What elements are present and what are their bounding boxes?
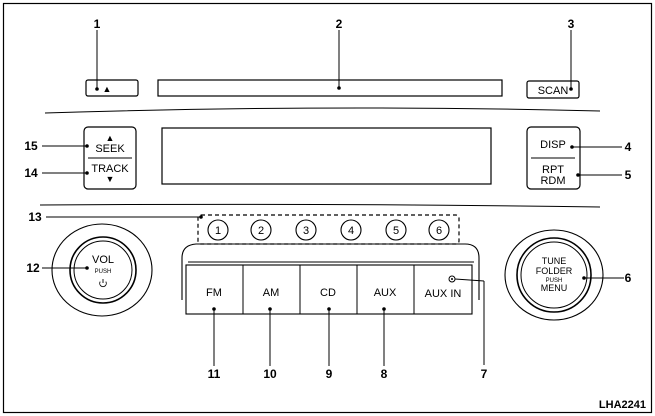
preset-button-4[interactable]: 4 — [340, 219, 362, 241]
preset-label: 1 — [215, 225, 221, 237]
aux-label: AUX — [374, 287, 397, 299]
down-arrow-icon: ▼ — [106, 174, 115, 184]
fm-label: FM — [206, 287, 222, 299]
preset-button-circle — [295, 219, 317, 241]
leader-dots — [85, 86, 586, 311]
preset-button-circle — [207, 219, 229, 241]
tune-push-label: PUSH — [546, 278, 563, 284]
am-button[interactable]: AM — [243, 265, 300, 314]
panel-top-edge — [44, 107, 601, 114]
menu-label: MENU — [541, 283, 568, 293]
callout-1: 1 — [94, 17, 101, 31]
callout-9: 9 — [326, 367, 333, 381]
cd-label: CD — [320, 287, 336, 299]
preset-button-circle — [385, 219, 407, 241]
callout-10: 10 — [263, 367, 277, 381]
callout-13: 13 — [28, 210, 42, 224]
eject-button[interactable]: ▲ — [85, 79, 139, 97]
figure-id: LHA2241 — [599, 399, 646, 411]
preset-group-outline — [197, 214, 460, 245]
up-arrow-icon: ▲ — [106, 133, 115, 143]
disp-label: DISP — [540, 139, 566, 151]
disp-rpt-panel[interactable]: DISP RPT RDM — [526, 126, 581, 190]
callout-15: 15 — [24, 139, 38, 153]
cd-slot — [157, 79, 503, 97]
preset-button-5[interactable]: 5 — [385, 219, 407, 241]
scan-button[interactable]: SCAN — [526, 80, 580, 99]
preset-button-6[interactable]: 6 — [428, 219, 450, 241]
power-icon — [99, 279, 107, 288]
scan-label: SCAN — [538, 85, 569, 97]
aux-in-label: AUX IN — [425, 288, 462, 300]
callout-2: 2 — [336, 17, 343, 31]
display-screen — [161, 127, 492, 185]
callout-numbers: 1 2 3 4 5 6 7 8 9 10 11 12 13 14 15 — [24, 17, 631, 381]
track-label: TRACK — [91, 163, 129, 175]
callout-8: 8 — [381, 367, 388, 381]
rdm-label: RDM — [540, 175, 565, 187]
fm-button[interactable]: FM — [186, 265, 243, 314]
preset-buttons: 1 2 3 4 5 6 — [207, 219, 450, 241]
callout-7: 7 — [481, 367, 488, 381]
callout-3: 3 — [568, 17, 575, 31]
seek-track-rocker[interactable]: ▲ SEEK TRACK ▼ — [83, 126, 137, 190]
folder-label: FOLDER — [536, 266, 573, 276]
callout-14: 14 — [24, 166, 38, 180]
preset-label: 5 — [393, 225, 399, 237]
preset-label: 4 — [348, 225, 354, 237]
preset-button-circle — [428, 219, 450, 241]
preset-label: 2 — [258, 225, 264, 237]
vol-label: VOL — [92, 254, 114, 266]
preset-label: 3 — [303, 225, 309, 237]
callout-11: 11 — [208, 367, 221, 381]
am-label: AM — [263, 287, 280, 299]
vol-push-label: PUSH — [95, 269, 112, 275]
callout-5: 5 — [625, 168, 632, 182]
callout-4: 4 — [625, 140, 632, 154]
preset-button-2[interactable]: 2 — [250, 219, 272, 241]
callout-12: 12 — [26, 261, 40, 275]
leader-lines — [42, 30, 624, 366]
aux-button[interactable]: AUX — [357, 265, 414, 314]
eject-icon: ▲ — [103, 84, 112, 94]
rpt-label: RPT — [542, 164, 564, 176]
volume-knob[interactable]: VOL PUSH — [51, 223, 153, 317]
tune-label: TUNE — [542, 256, 567, 266]
source-bay-outline — [181, 243, 480, 300]
preset-label: 6 — [436, 225, 442, 237]
preset-button-3[interactable]: 3 — [295, 219, 317, 241]
panel-mid-edge — [39, 203, 601, 208]
callout-6: 6 — [625, 271, 632, 285]
preset-button-circle — [340, 219, 362, 241]
aux-in-jack[interactable]: AUX IN — [425, 275, 462, 300]
preset-button-1[interactable]: 1 — [207, 219, 229, 241]
source-buttons: FM AM CD AUX AUX IN — [185, 264, 473, 315]
tune-folder-knob[interactable]: TUNE FOLDER PUSH MENU — [504, 229, 604, 321]
seek-label: SEEK — [95, 143, 125, 155]
cd-button[interactable]: CD — [300, 265, 357, 314]
preset-button-circle — [250, 219, 272, 241]
